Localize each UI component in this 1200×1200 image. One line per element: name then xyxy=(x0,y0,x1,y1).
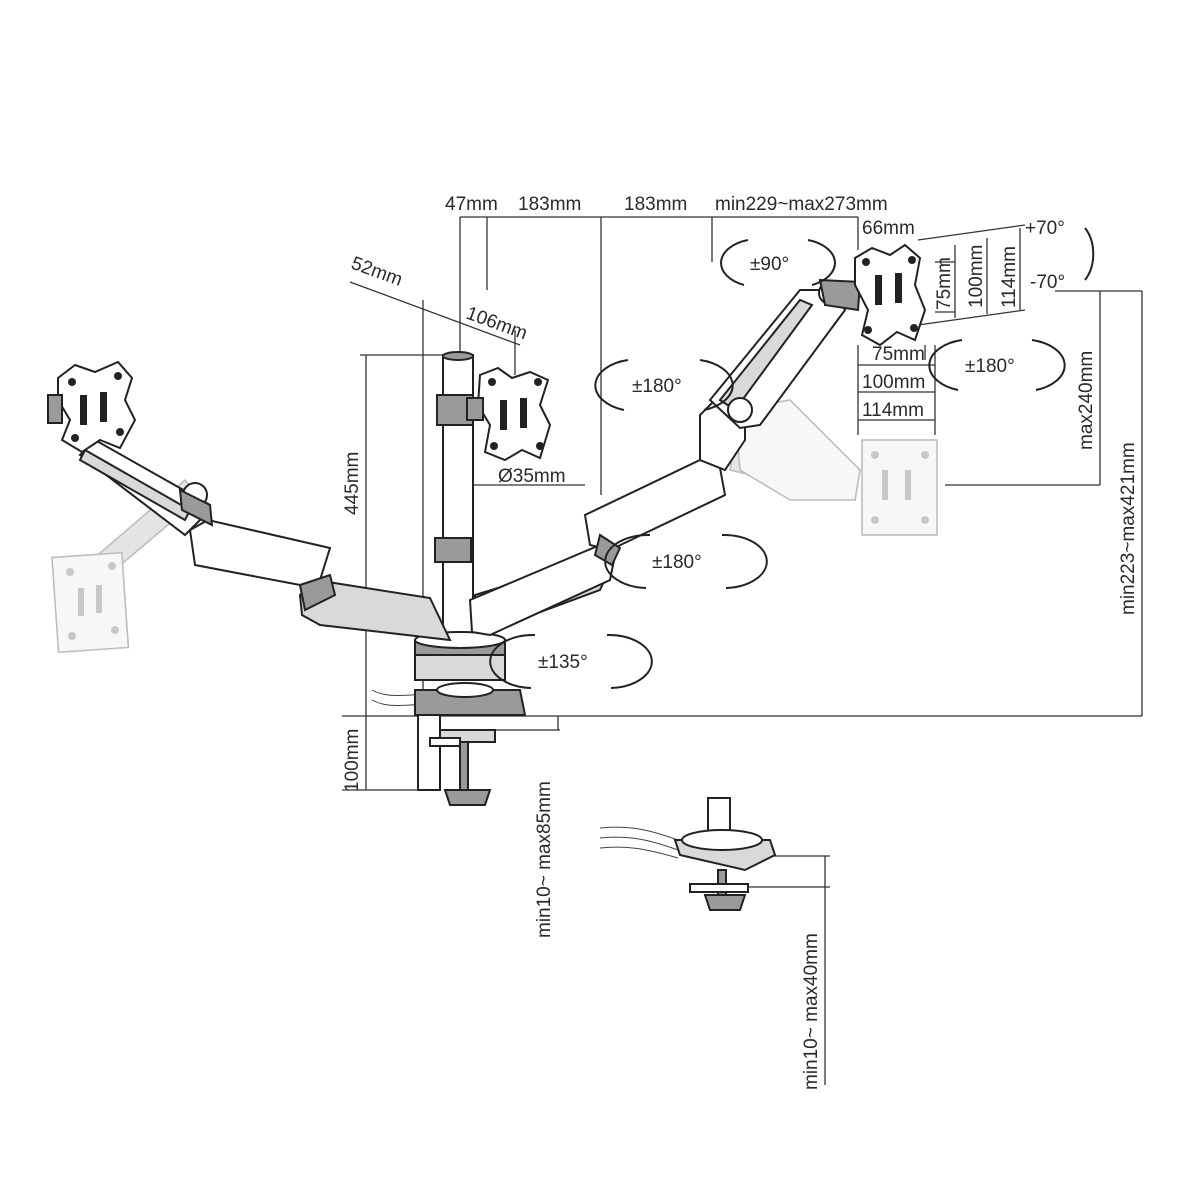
dim-vesa114-h: 114mm xyxy=(862,400,924,421)
right-vesa-plate xyxy=(854,243,927,347)
dim-47mm: 47mm xyxy=(445,194,498,215)
right-arm xyxy=(468,278,862,637)
angle-rot90: ±90° xyxy=(750,254,789,275)
dim-pole-height: 445mm xyxy=(342,452,363,515)
ghost-right-monitor xyxy=(729,399,938,536)
dim-pole-diameter: Ø35mm xyxy=(498,466,566,487)
angle-rot135: ±135° xyxy=(538,652,588,673)
angle-tilt-up: +70° xyxy=(1025,218,1065,239)
angle-labels: ±90° ±180° ±180° ±180° ±135° +70° -70° xyxy=(538,218,1065,673)
dimension-lines xyxy=(342,216,1143,1085)
desk-clamp xyxy=(414,682,527,806)
dim-max240: max240mm xyxy=(1076,351,1097,450)
dim-vesa100-h: 100mm xyxy=(862,372,925,393)
dim-height-range: min223~max421mm xyxy=(1118,442,1139,615)
dim-clamp-range: min10~ max85mm xyxy=(534,781,555,938)
angle-rot180-right: ±180° xyxy=(965,356,1015,377)
dim-vesa75-v: 75mm xyxy=(934,257,955,310)
dim-100mm: 100mm xyxy=(342,729,363,792)
angle-tilt-down: -70° xyxy=(1030,272,1065,293)
left-arm xyxy=(78,438,452,642)
dim-183mm-a: 183mm xyxy=(518,194,581,215)
angle-rot180-left: ±180° xyxy=(632,376,682,397)
center-vesa-plate xyxy=(466,366,552,462)
dim-reach: min229~max273mm xyxy=(715,194,888,215)
dim-vesa75-h: 75mm xyxy=(872,344,925,365)
dim-66mm: 66mm xyxy=(862,218,915,239)
dim-grommet-range: min10~ max40mm xyxy=(801,933,822,1090)
left-vesa-plate xyxy=(47,360,137,454)
angle-rot180-mid: ±180° xyxy=(652,552,702,573)
dim-183mm-b: 183mm xyxy=(624,194,687,215)
grommet-detail xyxy=(599,797,777,911)
dimension-labels: 47mm 183mm 183mm min229~max273mm 66mm 52… xyxy=(342,194,1139,1090)
dim-vesa114-v: 114mm xyxy=(999,246,1020,308)
dim-106mm: 106mm xyxy=(463,303,530,344)
rotation-arcs xyxy=(489,227,1095,689)
dim-vesa100-v: 100mm xyxy=(966,245,987,308)
